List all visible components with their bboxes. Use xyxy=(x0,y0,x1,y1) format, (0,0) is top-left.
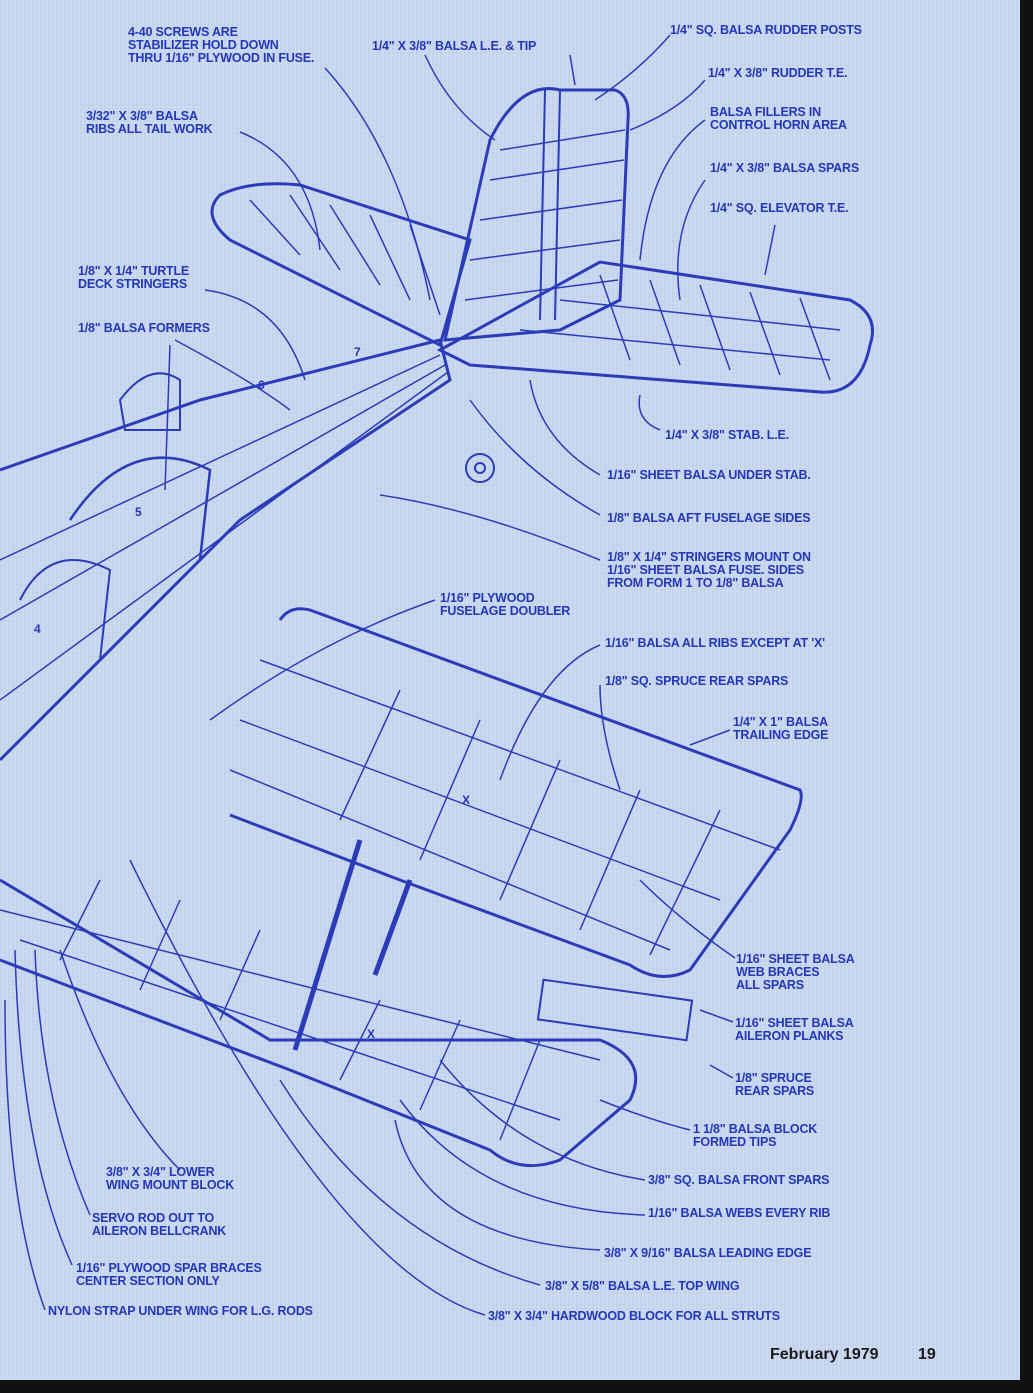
issue-date: February 1979 xyxy=(770,1346,879,1363)
upper-wing xyxy=(229,607,803,978)
label-elevator-te: 1/4" SQ. ELEVATOR T.E. xyxy=(710,201,849,215)
lower-wing xyxy=(0,878,694,1168)
former-number-4: 4 xyxy=(34,622,41,636)
struts xyxy=(292,839,413,1051)
label-balsa-spars: 1/4" X 3/8" BALSA SPARS xyxy=(710,161,859,175)
former-number-6: 6 xyxy=(258,378,265,392)
label-formers: 1/8" BALSA FORMERS xyxy=(78,321,210,335)
label-all-ribs: 1/16" BALSA ALL RIBS EXCEPT AT 'X' xyxy=(605,636,825,650)
label-webs-every-rib: 1/16" BALSA WEBS EVERY RIB xyxy=(648,1206,831,1220)
airplane-structure-drawing xyxy=(0,34,874,1316)
label-aft-fuselage: 1/8" BALSA AFT FUSELAGE SIDES xyxy=(607,511,811,525)
label-rear-spars-sq: 1/8" SQ. SPRUCE REAR SPARS xyxy=(605,674,789,688)
label-balsa-le-tip: 1/4" X 3/8" BALSA L.E. & TIP xyxy=(372,39,537,53)
page-number: 19 xyxy=(918,1346,936,1363)
x-mark-lower: X xyxy=(367,1027,376,1041)
label-rudder-te: 1/4" X 3/8" RUDDER T.E. xyxy=(708,66,848,80)
label-sheet-under-stab: 1/16" SHEET BALSA UNDER STAB. xyxy=(607,468,811,482)
label-nylon-strap: NYLON STRAP UNDER WING FOR L.G. RODS xyxy=(48,1304,313,1318)
label-leading-edge: 3/8" X 9/16" BALSA LEADING EDGE xyxy=(604,1246,812,1260)
stabilizer-right xyxy=(436,260,874,394)
stabilizer-left xyxy=(210,182,472,348)
label-hardwood-block: 3/8" X 3/4" HARDWOOD BLOCK FOR ALL STRUT… xyxy=(488,1309,780,1323)
label-front-spars: 3/8" SQ. BALSA FRONT SPARS xyxy=(648,1173,830,1187)
label-rudder-posts: 1/4" SQ. BALSA RUDDER POSTS xyxy=(670,23,862,37)
x-mark-upper: X xyxy=(462,793,471,807)
label-stab-le: 1/4" X 3/8" STAB. L.E. xyxy=(665,428,789,442)
label-le-top-wing: 3/8" X 5/8" BALSA L.E. TOP WING xyxy=(545,1279,740,1293)
former-number-7: 7 xyxy=(354,345,361,359)
rudder xyxy=(443,87,630,342)
leader-lines xyxy=(4,34,776,1316)
fuselage xyxy=(0,338,495,762)
former-number-5: 5 xyxy=(135,505,142,519)
